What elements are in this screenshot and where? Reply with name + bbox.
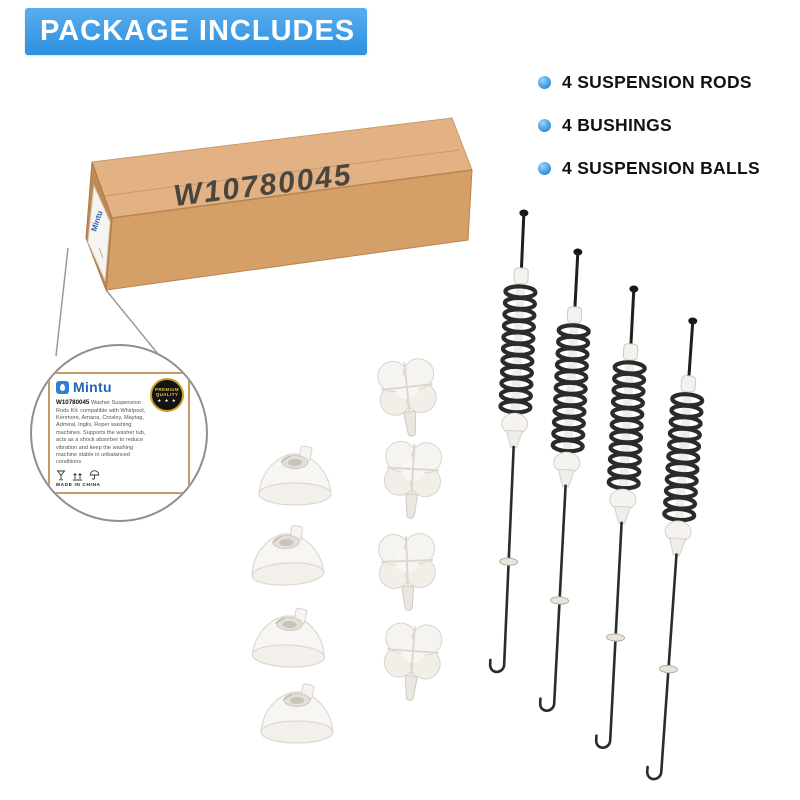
label-description: W10780045 Washer Suspension Rods Kit: co… bbox=[56, 399, 152, 466]
banner-title: PACKAGE INCLUDES bbox=[40, 15, 356, 47]
bullet-icon bbox=[538, 161, 551, 175]
suspension-rod bbox=[489, 209, 539, 673]
bullet-icon bbox=[538, 118, 551, 132]
suspension-rod bbox=[646, 316, 708, 780]
brand-name: Mintu bbox=[73, 379, 112, 396]
badge-text: QUALITY bbox=[155, 392, 179, 398]
box-end-label: Mintu bbox=[87, 184, 111, 282]
suspension-rod bbox=[595, 285, 649, 749]
this-way-up-icon bbox=[73, 472, 82, 481]
list-item: 4 SUSPENSION BALLS bbox=[538, 155, 760, 181]
suspension-rod bbox=[539, 248, 593, 712]
label-footer: MADE IN CHINA bbox=[56, 469, 182, 488]
label-header: Mintu bbox=[56, 379, 182, 395]
bushing bbox=[251, 605, 327, 669]
shipping-box: Mintu W10780045 bbox=[85, 117, 473, 291]
includes-list: 4 SUSPENSION RODS 4 BUSHINGS 4 SUSPENSIO… bbox=[538, 69, 760, 198]
badge-stars: ★ ★ ★ bbox=[157, 398, 177, 404]
label-part-number: W10780045 bbox=[56, 399, 90, 407]
handling-icons bbox=[56, 469, 100, 481]
bushing bbox=[248, 523, 326, 588]
label-zoom-callout: Mintu PREMIUM QUALITY ★ ★ ★ W10780045 Wa… bbox=[30, 344, 208, 522]
suspension-ball bbox=[377, 532, 438, 613]
keep-dry-icon bbox=[89, 469, 100, 480]
bushing bbox=[258, 444, 332, 506]
package-includes-banner: PACKAGE INCLUDES bbox=[25, 8, 367, 55]
include-label: 4 BUSHINGS bbox=[562, 114, 672, 135]
list-item: 4 BUSHINGS bbox=[538, 112, 760, 138]
mintu-logo-icon bbox=[56, 380, 69, 394]
fragile-icon bbox=[56, 470, 66, 480]
premium-quality-badge: PREMIUM QUALITY ★ ★ ★ bbox=[150, 378, 184, 413]
bullet-icon bbox=[538, 75, 551, 89]
include-label: 4 SUSPENSION BALLS bbox=[562, 157, 760, 178]
label-description-text: Washer Suspension Rods Kit: compatible w… bbox=[56, 400, 146, 466]
suspension-ball bbox=[380, 621, 444, 704]
include-label: 4 SUSPENSION RODS bbox=[562, 71, 752, 92]
suspension-rods-group bbox=[489, 209, 708, 781]
suspension-ball bbox=[375, 356, 441, 440]
suspension-balls-group bbox=[375, 356, 444, 704]
bushings-group bbox=[248, 444, 334, 744]
badge-text: PREMIUM bbox=[154, 386, 180, 392]
product-label: Mintu PREMIUM QUALITY ★ ★ ★ W10780045 Wa… bbox=[48, 372, 190, 494]
list-item: 4 SUSPENSION RODS bbox=[538, 69, 760, 95]
suspension-ball bbox=[381, 439, 444, 521]
bushing bbox=[260, 682, 334, 744]
made-in-text: MADE IN CHINA bbox=[56, 482, 101, 488]
